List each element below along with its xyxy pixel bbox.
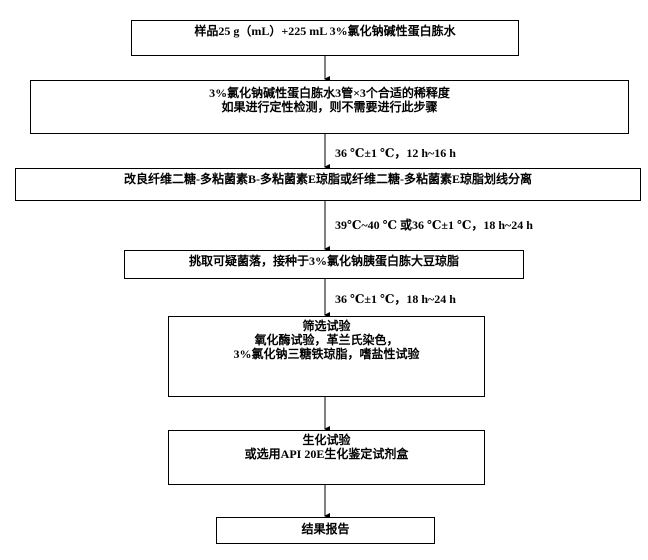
step-pick-colonies: 挑取可疑菌落，接种于3%氯化钠胰蛋白胨大豆琼脂 xyxy=(124,250,524,279)
step-sample-prep: 样品25 g（mL）+225 mL 3%氯化钠碱性蛋白胨水 xyxy=(131,20,519,56)
step-text: 结果报告 xyxy=(301,522,350,536)
step-screening: 筛选试验 氧化酶试验，革兰氏染色， 3%氯化钠三糖铁琼脂，嗜盐性试验 xyxy=(168,316,485,397)
step-dilution: 3%氯化钠碱性蛋白胨水3管×3个合适的稀释度 如果进行定性检测，则不需要进行此步… xyxy=(30,80,629,134)
condition-label: 36 ℃±1 ℃，12 h~16 h xyxy=(335,146,456,160)
condition-label: 36 ℃±1 ℃，18 h~24 h xyxy=(335,292,456,306)
step-text: 或选用API 20E生化鉴定试剂盒 xyxy=(244,447,409,461)
step-text: 筛选试验 xyxy=(302,319,351,333)
step-text: 样品25 g（mL）+225 mL 3%氯化钠碱性蛋白胨水 xyxy=(194,24,456,38)
step-text: 改良纤维二糖-多粘菌素B-多粘菌素E琼脂或纤维二糖-多粘菌素E琼脂划线分离 xyxy=(123,172,532,186)
step-biochemical: 生化试验 或选用API 20E生化鉴定试剂盒 xyxy=(168,430,485,485)
step-text: 3%氯化钠三糖铁琼脂，嗜盐性试验 xyxy=(233,347,420,361)
step-report: 结果报告 xyxy=(216,517,435,544)
step-text: 挑取可疑菌落，接种于3%氯化钠胰蛋白胨大豆琼脂 xyxy=(188,254,459,268)
step-text: 生化试验 xyxy=(302,433,351,447)
step-text: 如果进行定性检测，则不需要进行此步骤 xyxy=(221,100,438,114)
condition-label: 39℃~40 ℃ 或36 ℃±1 ℃，18 h~24 h xyxy=(335,218,533,232)
step-text: 氧化酶试验，革兰氏染色， xyxy=(254,333,399,347)
step-text: 3%氯化钠碱性蛋白胨水3管×3个合适的稀释度 xyxy=(209,86,450,100)
step-streak-isolation: 改良纤维二糖-多粘菌素B-多粘菌素E琼脂或纤维二糖-多粘菌素E琼脂划线分离 xyxy=(15,168,641,201)
